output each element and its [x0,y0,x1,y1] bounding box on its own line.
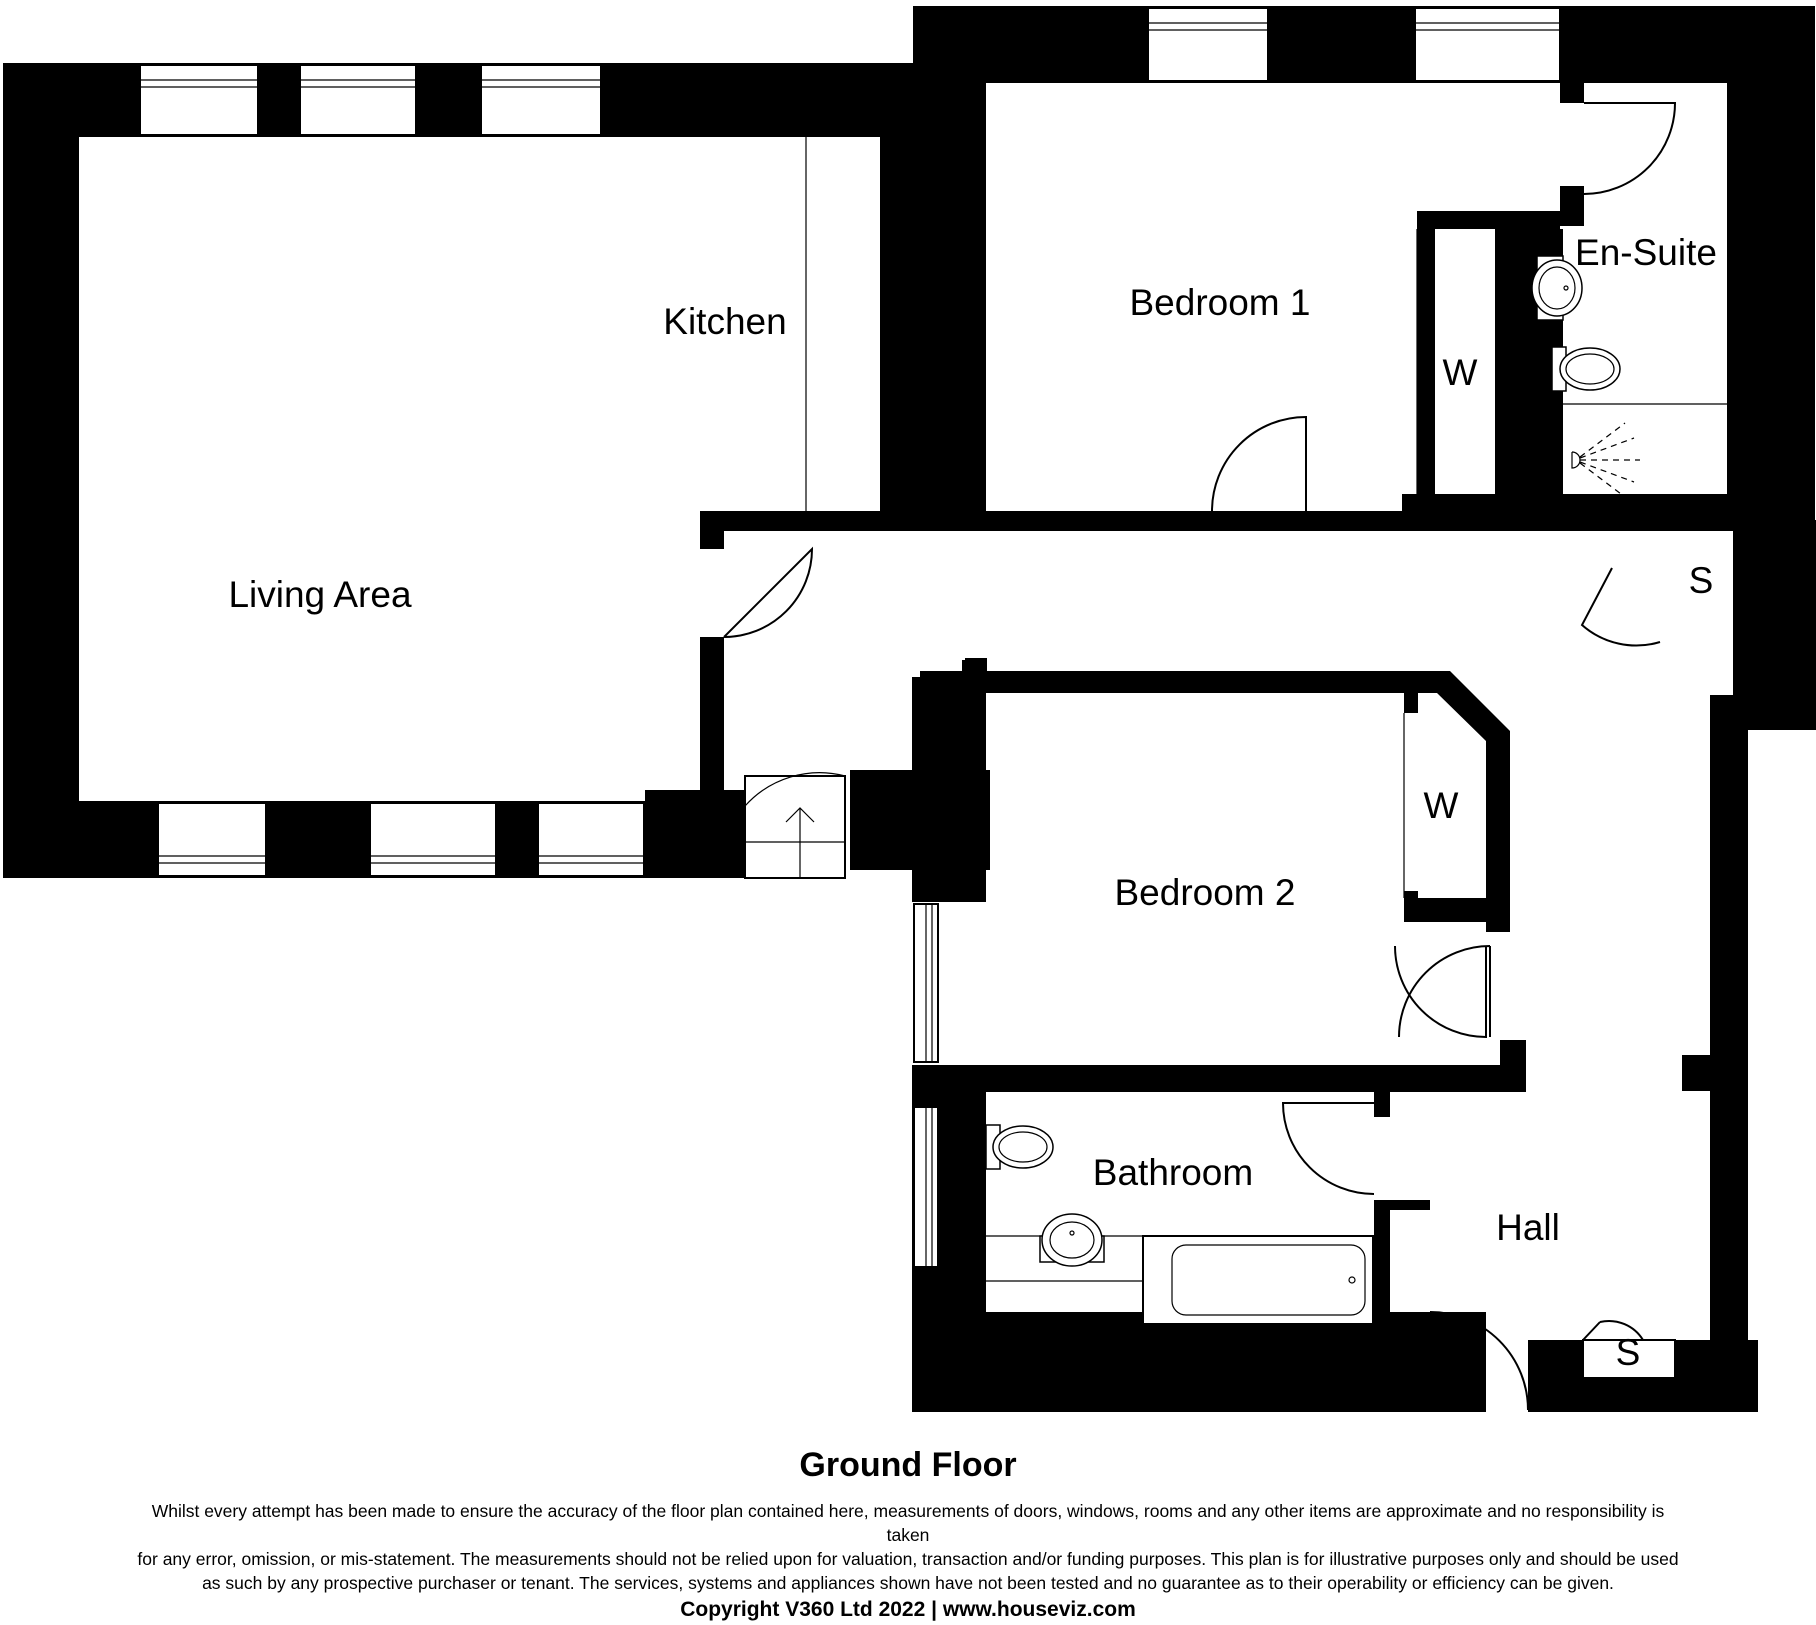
bedroom2-door-arc [1398,945,1491,1038]
floor-title: Ground Floor [799,1446,1017,1484]
shower-icon [1571,422,1640,498]
label-living-area: Living Area [228,574,411,615]
caption: Ground Floor Whilst every attempt has be… [0,1443,1816,1625]
disclaimer: Whilst every attempt has been made to en… [128,1499,1688,1595]
right-block-walls [700,6,1816,1412]
bathroom-basin-icon [1039,1213,1105,1267]
living-windows [139,64,645,877]
bedroom1-door [1211,415,1307,512]
bedroom2-door [1394,945,1487,1039]
label-store-2: S [1616,1332,1641,1373]
ensuite-door [1583,102,1677,195]
store1-door [1580,567,1661,647]
ensuite-fixtures [1531,255,1727,498]
wardrobe-2 [1403,693,1486,922]
stair [744,772,846,879]
bathroom-toilet-icon [985,1124,1054,1170]
label-en-suite: En-Suite [1575,232,1717,273]
label-bedroom-2: Bedroom 2 [1115,872,1296,913]
label-wardrobe-2: W [1424,785,1459,826]
label-hall: Hall [1496,1207,1560,1248]
label-kitchen: Kitchen [663,301,786,342]
bathroom-fixtures [985,1124,1374,1325]
bedroom2-window [913,903,939,1063]
bathroom-door [1281,1102,1375,1195]
label-wardrobe-1: W [1443,352,1478,393]
label-store-1: S [1689,560,1714,601]
bedroom1-windows [1147,7,1561,82]
living-kitchen-walls [3,63,986,878]
floor-plan: Living Area Kitchen Bedroom 1 W En-Suite… [3,6,1816,1412]
label-bathroom: Bathroom [1093,1152,1253,1193]
front-door [1429,1311,1529,1411]
copyright: Copyright V360 Ltd 2022 | www.houseviz.c… [680,1598,1136,1621]
disclaimer-line: as such by any prospective purchaser or … [202,1573,1614,1593]
label-bedroom-1: Bedroom 1 [1130,282,1311,323]
living-door [723,546,814,638]
disclaimer-line: for any error, omission, or mis-statemen… [137,1549,1679,1569]
disclaimer-line: Whilst every attempt has been made to en… [151,1501,1665,1545]
bath-icon [1142,1235,1374,1325]
store2 [1582,1319,1676,1379]
ensuite-basin-icon [1531,255,1583,321]
ensuite-toilet-icon [1551,346,1621,392]
bathroom-window [913,1106,939,1268]
